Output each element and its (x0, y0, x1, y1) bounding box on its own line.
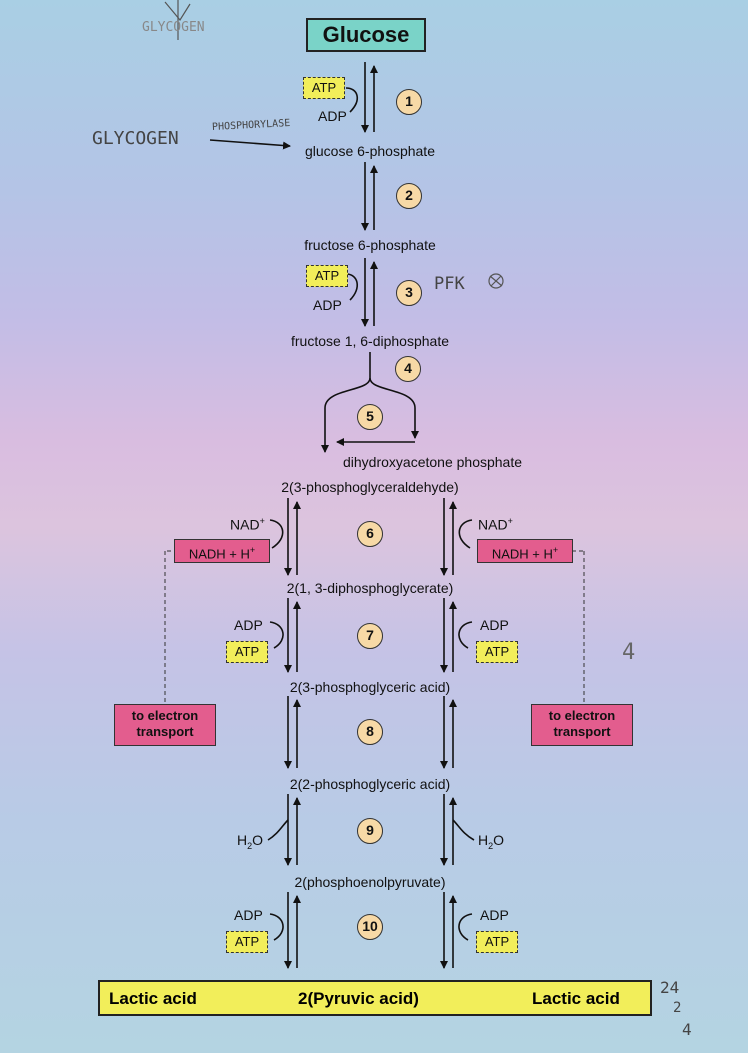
step-9-number: 9 (357, 818, 383, 844)
phosphoenolpyruvate-label: 2(phosphoenolpyruvate) (294, 874, 446, 890)
atp-box-step-10-left: ATP (226, 931, 268, 953)
lactic-acid-right-label: Lactic acid (532, 989, 620, 1008)
atp-box-step-3: ATP (306, 265, 348, 287)
handwritten-corner-a: 24 (660, 978, 680, 997)
atp-box-step-1: ATP (303, 77, 345, 99)
step-10-number: 10 (357, 914, 383, 940)
electron-transport-box-right: to electron transport (531, 704, 633, 746)
lactic-acid-left-label: Lactic acid (109, 989, 197, 1008)
step-4-number: 4 (395, 356, 421, 382)
glucose-title: Glucose (306, 18, 426, 52)
handwritten-corner-b: 2 (673, 1000, 682, 1016)
step-6-number: 6 (357, 521, 383, 547)
step-3-number: 3 (396, 280, 422, 306)
atp-box-step-7-right: ATP (476, 641, 518, 663)
adp-label-step-3: ADP (313, 297, 342, 313)
nadh-box-right: NADH + H+ (477, 539, 573, 563)
step-1-number: 1 (396, 89, 422, 115)
step-7-number: 7 (357, 623, 383, 649)
nad-label-left: NAD+ (230, 516, 265, 533)
electron-transport-box-left: to electron transport (114, 704, 216, 746)
handwritten-glycogen-top: GLYCOGEN (142, 20, 205, 35)
handwritten-corner-c: 4 (682, 1020, 692, 1039)
adp-label-step-7-right: ADP (480, 617, 509, 633)
water-label-left: H2O (237, 832, 264, 851)
pyruvate-lactate-bar: Lactic acid 2(Pyruvic acid) Lactic acid (98, 980, 652, 1016)
fructose-6-phosphate-label: fructose 6-phosphate (304, 237, 436, 253)
2-phosphoglyceric-acid-label: 2(2-phosphoglyceric acid) (289, 776, 451, 792)
pyruvic-acid-label: 2(Pyruvic acid) (298, 989, 419, 1008)
adp-label-step-7-left: ADP (234, 617, 263, 633)
adp-label-step-1: ADP (318, 108, 347, 124)
water-label-right: H2O (478, 832, 505, 851)
step-5-number: 5 (357, 404, 383, 430)
glucose-6-phosphate-label: glucose 6-phosphate (305, 143, 435, 159)
nad-label-right: NAD+ (478, 516, 513, 533)
nadh-box-left: NADH + H+ (174, 539, 270, 563)
adp-label-step-10-left: ADP (234, 907, 263, 923)
step-2-number: 2 (396, 183, 422, 209)
diphosphoglycerate-label: 2(1, 3-diphosphoglycerate) (286, 580, 454, 596)
step-8-number: 8 (357, 719, 383, 745)
handwritten-four: 4 (622, 640, 636, 665)
handwritten-glycogen: GLYCOGEN (92, 128, 179, 149)
fructose-1-6-diphosphate-label: fructose 1, 6-diphosphate (291, 333, 449, 349)
dihydroxyacetone-phosphate-label: dihydroxyacetone phosphate (343, 454, 523, 470)
phosphoglyceraldehyde-label: 2(3-phosphoglyceraldehyde) (281, 479, 459, 495)
3-phosphoglyceric-acid-label: 2(3-phosphoglyceric acid) (289, 679, 451, 695)
atp-box-step-7-left: ATP (226, 641, 268, 663)
atp-box-step-10-right: ATP (476, 931, 518, 953)
adp-label-step-10-right: ADP (480, 907, 509, 923)
handwritten-pfk: PFK (434, 274, 465, 294)
